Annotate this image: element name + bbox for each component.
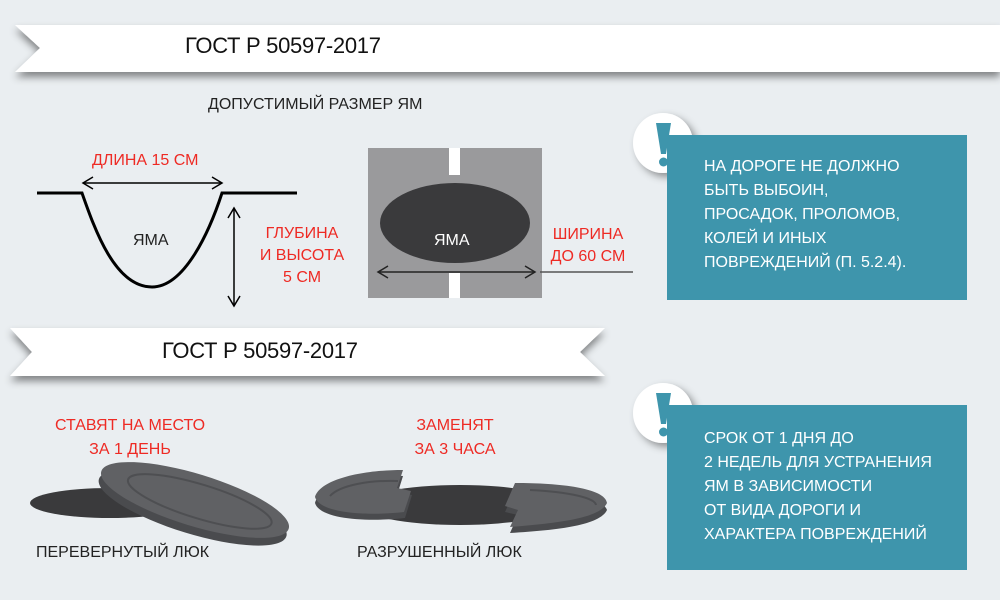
depth-line: 5 СМ: [282, 269, 322, 286]
notice-line: 2 НЕДЕЛЬ ДЛЯ УСТРАНЕНИЯ: [704, 454, 932, 471]
depth-line: И ВЫСОТА: [259, 247, 345, 264]
length-label: ДЛИНА 15 СМ: [92, 152, 199, 169]
notice-line: ЯМ В ЗАВИСИМОСТИ: [704, 478, 873, 495]
pothole-heading: ДОПУСТИМЫЙ РАЗМЕР ЯМ: [208, 96, 423, 113]
road-pit-label: ЯМА: [434, 232, 470, 249]
width-line: ДО 60 СМ: [550, 248, 626, 265]
notice-box-deadlines: СРОК ОТ 1 ДНЯ ДО 2 НЕДЕЛЬ ДЛЯ УСТРАНЕНИЯ…: [667, 405, 967, 570]
notice-line: НА ДОРОГЕ НЕ ДОЛЖНО: [704, 158, 900, 175]
notice-line: СРОК ОТ 1 ДНЯ ДО: [704, 430, 854, 447]
notice-line: ОТ ВИДА ДОРОГИ И: [704, 502, 861, 519]
notice-line: ХАРАКТЕРА ПОВРЕЖДЕНИЙ: [704, 526, 927, 543]
depth-line: ГЛУБИНА: [265, 225, 339, 242]
time-line: ЗАМЕНЯТ: [416, 417, 494, 434]
flipped-hatch-caption: ПЕРЕВЕРНУТЫЙ ЛЮК: [36, 544, 210, 561]
time-line: ЗА 3 ЧАСА: [414, 441, 496, 458]
notice-line: КОЛЕЙ И ИНЫХ: [704, 230, 827, 247]
time-line: СТАВЯТ НА МЕСТО: [54, 417, 206, 434]
road-top-view: [368, 148, 633, 298]
flipped-hatch-illustration: [30, 462, 290, 546]
depth-label: ГЛУБИНА И ВЫСОТА 5 СМ: [252, 223, 352, 289]
width-line: ШИРИНА: [552, 226, 624, 243]
notice-line: ПОВРЕЖДЕНИЙ (П. 5.2.4).: [704, 254, 907, 271]
time-line: ЗА 1 ДЕНЬ: [89, 441, 171, 458]
ribbon-bottom-title: ГОСТ Р 50597-2017: [162, 338, 358, 363]
pit-label: ЯМА: [133, 232, 169, 249]
flipped-hatch-time: СТАВЯТ НА МЕСТО ЗА 1 ДЕНЬ: [30, 414, 230, 462]
broken-hatch-time: ЗАМЕНЯТ ЗА 3 ЧАСА: [390, 414, 520, 462]
notice-box-requirements: НА ДОРОГЕ НЕ ДОЛЖНО БЫТЬ ВЫБОИН, ПРОСАДО…: [667, 135, 967, 300]
ribbon-bottom-shape: [10, 328, 605, 376]
notice-line: ПРОСАДОК, ПРОЛОМОВ,: [704, 206, 901, 223]
broken-hatch-illustration: [315, 470, 607, 533]
pit-profile: [37, 176, 297, 308]
broken-hatch-caption: РАЗРУШЕННЫЙ ЛЮК: [357, 544, 522, 561]
width-label: ШИРИНА ДО 60 СМ: [543, 224, 633, 268]
ribbon-top-title: ГОСТ Р 50597-2017: [185, 33, 381, 58]
notice-line: БЫТЬ ВЫБОИН,: [704, 182, 829, 199]
ribbon-top-shape: [15, 25, 1000, 72]
